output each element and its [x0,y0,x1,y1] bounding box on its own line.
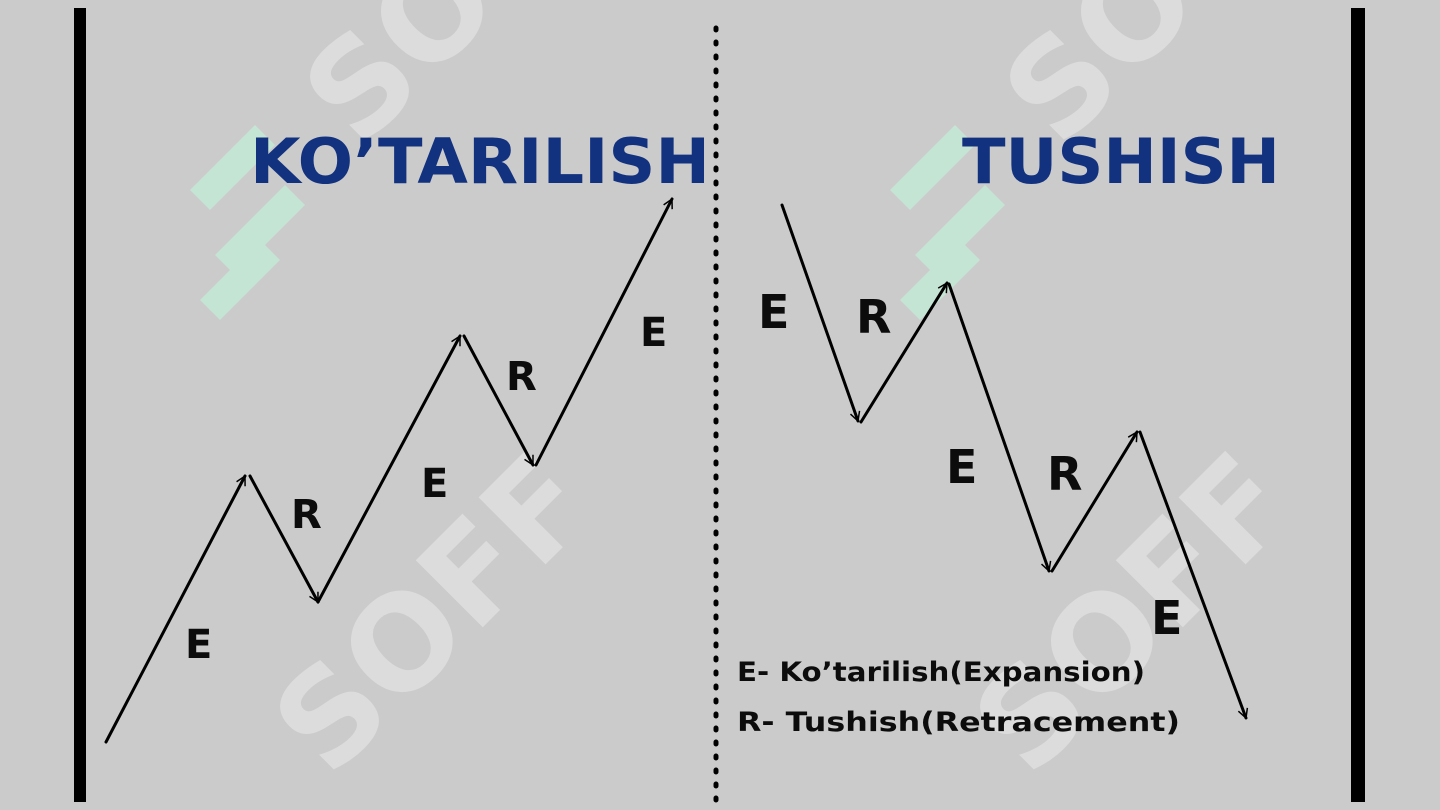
uptrend-arrow-4 [462,334,535,467]
downtrend-label-e2: E [946,440,977,494]
uptrend-title: KO’TARILISH [250,125,710,198]
downtrend-arrow-3 [947,282,1052,573]
downtrend-arrow-4 [1050,430,1139,573]
watermark-logo-shape [190,125,1005,320]
uptrend-label-e3: E [640,310,667,356]
right-border-line [1351,8,1365,802]
uptrend-arrow-1 [104,474,247,744]
downtrend-title: TUSHISH [962,125,1280,198]
legend-expansion: E- Ko’tarilish(Expansion) [737,657,1145,688]
downtrend-arrow-1 [780,203,861,423]
downtrend-label-r1: R [856,290,891,344]
downtrend-label-e1: E [758,285,789,339]
uptrend-label-r1: R [291,492,322,538]
uptrend-arrow-3 [316,334,462,604]
uptrend-label-e2: E [421,461,448,507]
downtrend-wave [780,203,1249,720]
uptrend-label-e1: E [185,622,212,668]
watermark-text: SOFF [944,425,1321,802]
uptrend-label-r2: R [506,354,537,400]
uptrend-arrow-2 [248,474,320,604]
downtrend-label-e3: E [1151,591,1182,645]
downtrend-label-r2: R [1047,447,1082,501]
downtrend-arrow-5 [1138,430,1249,720]
uptrend-wave [104,197,674,744]
downtrend-arrow-2 [859,281,949,424]
uptrend-arrow-5 [534,197,674,467]
legend-retracement: R- Tushish(Retracement) [737,707,1180,738]
left-border-line [74,8,86,802]
